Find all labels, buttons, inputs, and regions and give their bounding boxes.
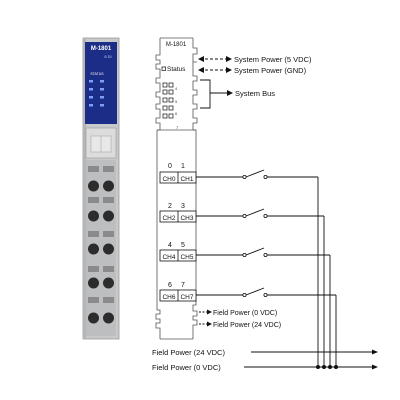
schematic-module-label: M-1801 xyxy=(166,42,187,48)
channel-number: 7 xyxy=(181,282,185,289)
channel-number: 5 xyxy=(181,242,185,249)
module-terminal-block xyxy=(86,160,116,336)
field-power-0v-arrowhead xyxy=(372,364,378,370)
channel-number: 4 xyxy=(168,242,172,249)
label-system-power-5v: System Power (5 VDC) xyxy=(234,55,312,64)
label-system-power-gnd: System Power (GND) xyxy=(234,66,307,75)
junction-dots xyxy=(316,365,338,369)
field-power-bus-lines xyxy=(244,351,372,368)
channel-group: 2 3 CH2 CH3 xyxy=(159,203,197,223)
channel-label: CH0 xyxy=(162,176,175,183)
bus-pin-label: 4 xyxy=(175,86,178,91)
channel-label: CH5 xyxy=(180,254,193,261)
channel-number: 1 xyxy=(181,163,185,170)
field-power-internal-arrows xyxy=(199,309,212,327)
channel-label: CH4 xyxy=(162,254,175,261)
module-blue-panel xyxy=(85,42,117,124)
label-system-bus: System Bus xyxy=(235,89,275,98)
channel-label: CH2 xyxy=(162,215,175,222)
schematic-module xyxy=(155,37,198,340)
switch-wiring xyxy=(196,169,337,367)
bus-pin-label: 7 xyxy=(176,125,179,130)
module-photo-sublabel: 8 DI xyxy=(104,54,111,59)
field-power-24v-arrowhead xyxy=(372,349,378,355)
channel-label: CH1 xyxy=(180,176,193,183)
label-field-power-24v-bus: Field Power (24 VDC) xyxy=(152,348,225,357)
schematic-bus-pins xyxy=(162,82,174,119)
module-photo: M-1801 8 DI STATUS xyxy=(82,37,120,340)
system-bus-arrowhead xyxy=(227,90,233,96)
system-bus-bracket xyxy=(200,79,227,109)
channel-label: CH3 xyxy=(180,215,193,222)
module-photo-model: M-1801 xyxy=(91,46,112,52)
bus-pin-label: 6 xyxy=(175,111,178,116)
channel-number: 0 xyxy=(168,163,172,170)
label-field-power-0v-internal: Field Power (0 VDC) xyxy=(213,310,277,317)
module-photo-status: STATUS xyxy=(90,72,104,76)
switch-contacts xyxy=(242,174,268,297)
channel-group: 4 5 CH4 CH5 xyxy=(159,242,197,262)
bus-pin-label: 5 xyxy=(175,99,178,104)
channel-number: 2 xyxy=(168,203,172,210)
system-power-arrows xyxy=(198,56,232,73)
channel-number: 3 xyxy=(181,203,185,210)
channel-group: 6 7 CH6 CH7 xyxy=(159,282,197,302)
channel-number: 6 xyxy=(168,282,172,289)
channel-label: CH7 xyxy=(180,294,193,301)
schematic-status-label: Status xyxy=(167,66,186,73)
label-field-power-24v-internal: Field Power (24 VDC) xyxy=(213,322,281,329)
channel-group: 0 1 CH0 CH1 xyxy=(159,163,197,184)
channel-label: CH6 xyxy=(162,294,175,301)
label-field-power-0v-bus: Field Power (0 VDC) xyxy=(152,363,221,372)
module-led-column xyxy=(89,80,104,107)
